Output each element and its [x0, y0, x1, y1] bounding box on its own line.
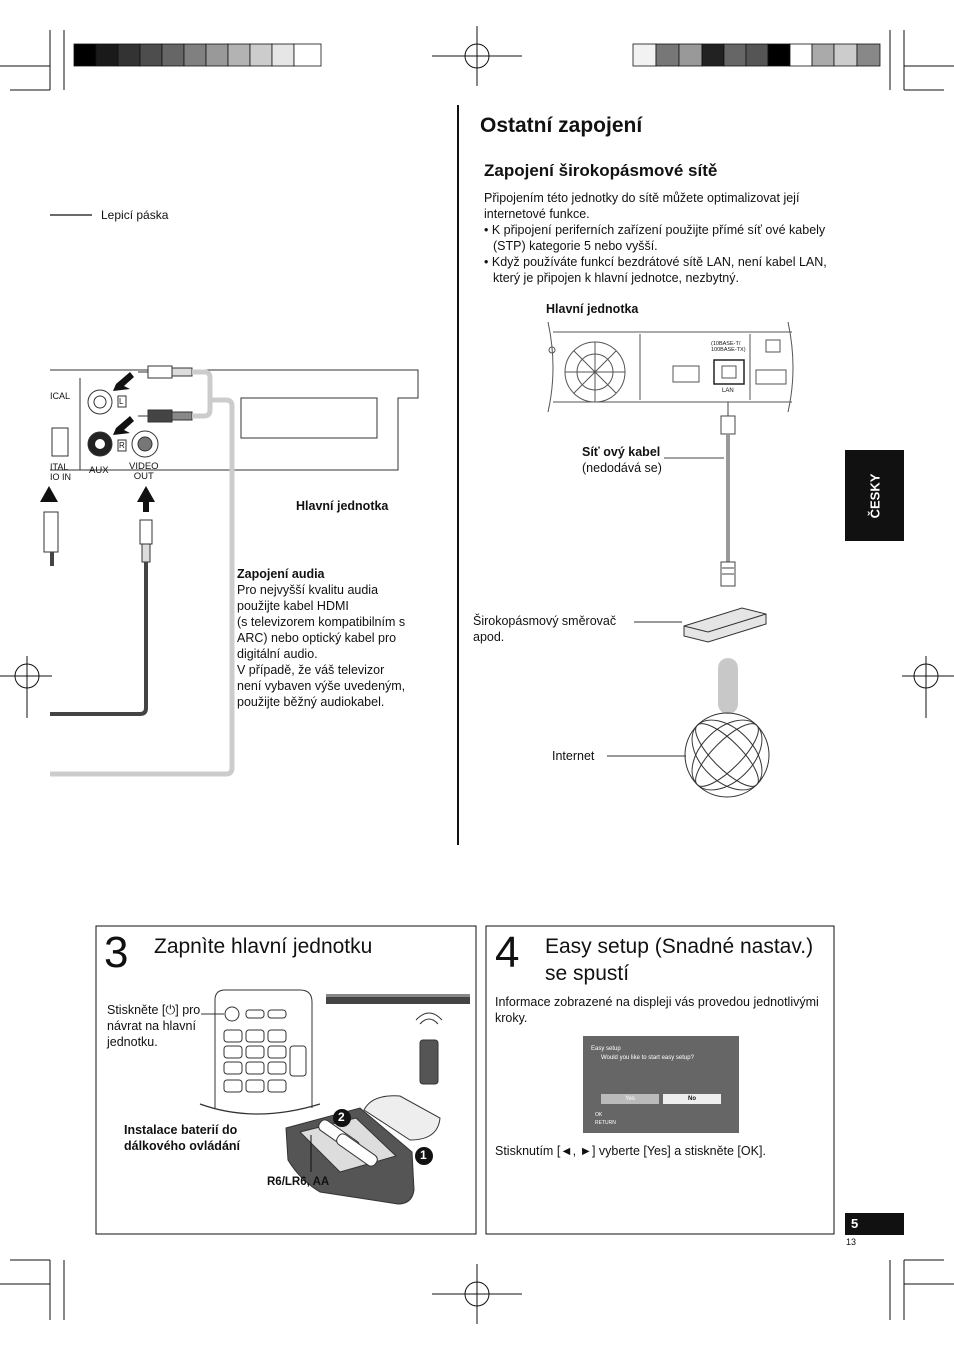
step3-box [95, 925, 477, 1235]
lan-cable [664, 402, 736, 587]
section-intro: Připojením této jednotky do sítě můžete … [484, 190, 839, 286]
audio-note-line: V případě, že váš televizor [237, 663, 385, 677]
grey-scale-bar-left [73, 43, 322, 67]
return-hint: RETURN [595, 1120, 616, 1126]
section-subtitle: Zapojení širokopásmové sítě [484, 161, 718, 180]
lan-port-label: LAN [722, 388, 734, 394]
section-title: Ostatní zapojení [480, 114, 643, 137]
step3-title: Zapnìte hlavní jednotku [154, 935, 373, 958]
l-channel-label: L [119, 397, 124, 406]
small-remote-illustration [415, 1012, 443, 1085]
crop-marks [0, 30, 954, 1320]
step4-box [485, 925, 835, 1235]
step-markers [333, 1109, 433, 1165]
main-unit-label-right: Hlavní jednotka [546, 302, 639, 316]
main-unit-rear-panel [50, 369, 419, 471]
no-button[interactable]: No [663, 1094, 721, 1104]
soundbar-illustration [326, 994, 470, 1004]
rca-jacks [87, 389, 159, 458]
registration-targets [0, 26, 954, 1324]
screen-question: Would you like to start easy setup? [601, 1055, 694, 1061]
easy-setup-screen: Easy setup Would you like to start easy … [583, 1036, 739, 1133]
step4-number: 4 [495, 928, 520, 977]
router-label: Širokopásmový směrovač apod. [473, 614, 617, 644]
router-shape [634, 607, 767, 643]
step-marker-1: 1 [420, 1148, 427, 1162]
step4-info: Informace zobrazené na displeji vás prov… [495, 995, 819, 1025]
language-tab: ČESKY [845, 450, 904, 541]
page-number: 5 [845, 1213, 904, 1235]
router-link-bar [718, 658, 738, 714]
connect-arrows [40, 372, 155, 512]
step4-instruction: Stisknutím [◄, ►] vyberte [Yes] a stiskn… [495, 1144, 766, 1158]
audio-note-line: použijte kabel HDMI [237, 599, 349, 613]
step3-number: 3 [104, 928, 129, 977]
internet-globe [607, 712, 770, 798]
cable-label: Síť ový kabel (nedodává se) [582, 445, 662, 475]
aux-label: AUX [89, 465, 109, 476]
lan-port-spec: (10BASE-T/100BASE-TX) [711, 341, 746, 353]
bullet-item: • Když používáte funkcí bezdrátové sítě … [484, 255, 827, 269]
audio-note-line: (s televizorem kompatibilním s [237, 615, 406, 629]
battery-illustration [285, 1095, 441, 1205]
step-marker-2: 2 [338, 1110, 345, 1124]
ok-hint: OK [595, 1112, 603, 1118]
main-unit-label-left: Hlavní jednotka [296, 499, 389, 513]
battery-type-label: R6/LR6, AA [267, 1176, 330, 1188]
grey-scale-bar-right [632, 43, 881, 67]
audio-note-line: není vybaven výše uvedeným, [237, 679, 406, 693]
audio-note: Zapojení audia Pro nejvyšší kvalitu audi… [237, 566, 437, 710]
page-subnumber: 13 [846, 1237, 857, 1247]
cables [50, 369, 235, 777]
audio-note-line: použijte běžný audiokabel. [237, 695, 385, 709]
audio-note-line: ARC) nebo optický kabel pro [237, 631, 397, 645]
player-rear-panel [547, 321, 794, 413]
optical-label: ICAL [50, 391, 71, 401]
remote-illustration [199, 989, 321, 1115]
bullet-item: • K připojení periferních zařízení použi… [484, 223, 826, 237]
r-channel-label: R [119, 441, 125, 450]
audio-plugs [43, 365, 193, 563]
step4-title: Easy setup (Snadné nastav.)se spustí [545, 935, 814, 985]
yes-button[interactable]: Yes [601, 1094, 659, 1104]
audio-note-line: Pro nejvyšší kvalitu audia [237, 583, 379, 597]
audio-note-title: Zapojení audia [237, 567, 325, 581]
tape-label: Lepicí páska [101, 208, 169, 222]
screen-title: Easy setup [591, 1046, 621, 1052]
audio-note-line: digitální audio. [237, 647, 318, 661]
internet-label: Internet [552, 749, 595, 763]
